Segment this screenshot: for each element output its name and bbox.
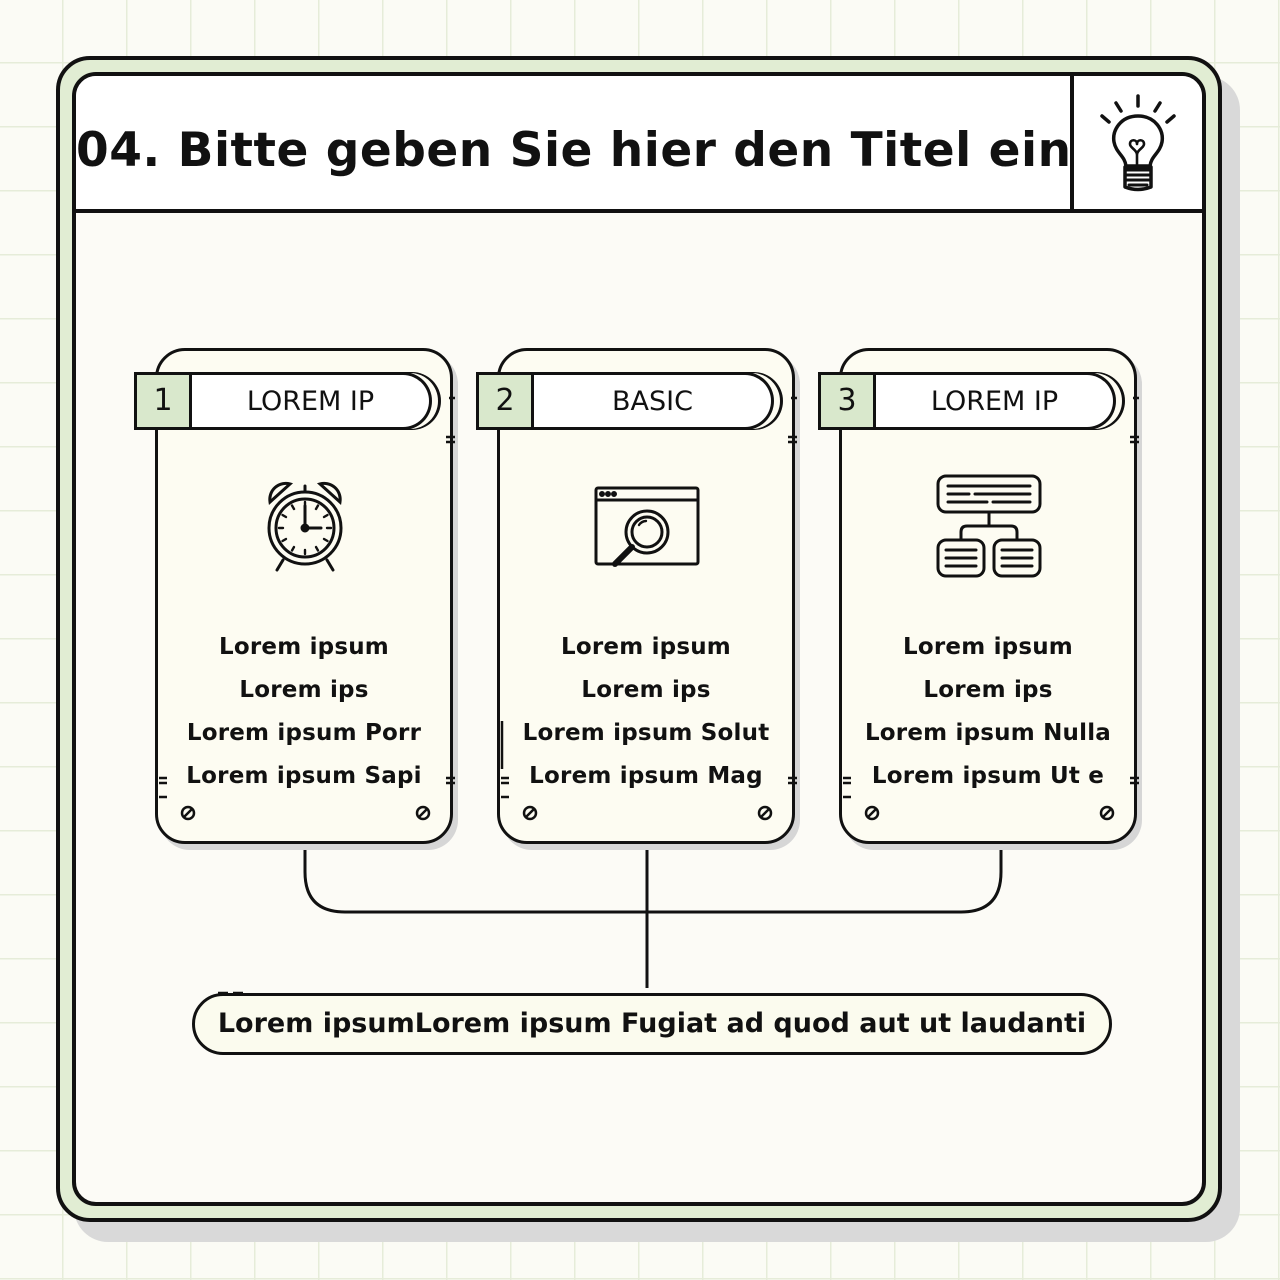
card-3-icon-wrap bbox=[929, 470, 1049, 580]
list-item: Lorem ips bbox=[581, 677, 711, 703]
list-item: Lorem ipsum bbox=[219, 634, 389, 660]
list-item: Lorem ipsum Sapi bbox=[186, 763, 422, 789]
card-2 bbox=[497, 348, 797, 844]
list-item: Lorem ipsum Nulla bbox=[864, 720, 1112, 746]
page-title: 04. Bitte geben Sie hier den Titel ein bbox=[76, 123, 1072, 178]
alarm-clock-icon bbox=[267, 481, 343, 572]
list-item: Lorem ipsum Ut e bbox=[871, 763, 1105, 789]
card-2-items: Lorem ipsum Lorem ips Lorem ipsum Solut … bbox=[497, 626, 795, 798]
hierarchy-chart-icon bbox=[936, 474, 1042, 578]
card-1-items: Lorem ipsum Lorem ips Lorem ipsum Porr L… bbox=[155, 626, 453, 798]
list-item: Lorem ipsum bbox=[903, 634, 1073, 660]
card-2-icon-wrap bbox=[587, 470, 707, 580]
list-item: Lorem ips bbox=[239, 677, 369, 703]
list-item: Lorem ips bbox=[923, 677, 1053, 703]
card-1 bbox=[155, 348, 455, 844]
header-row: 04. Bitte geben Sie hier den Titel ein bbox=[76, 76, 1202, 213]
card-1-number: 1 bbox=[134, 372, 192, 430]
summary-bar: Lorem ipsumLorem ipsum Fugiat ad quod au… bbox=[192, 993, 1112, 1055]
lightbulb-icon bbox=[1100, 94, 1176, 192]
list-item: Lorem ipsum Solut bbox=[522, 720, 770, 746]
card-1-icon-wrap bbox=[245, 470, 365, 580]
header-icon-box bbox=[1070, 76, 1202, 209]
list-item: Lorem ipsum Porr bbox=[186, 720, 422, 746]
card-3-items: Lorem ipsum Lorem ips Lorem ipsum Nulla … bbox=[839, 626, 1137, 798]
list-item: Lorem ipsum bbox=[561, 634, 731, 660]
card-3-number: 3 bbox=[818, 372, 876, 430]
card-3-label: LOREM IP bbox=[876, 372, 1116, 430]
browser-search-icon bbox=[594, 486, 700, 567]
card-2-label: BASIC bbox=[534, 372, 774, 430]
card-2-number: 2 bbox=[476, 372, 534, 430]
list-item: Lorem ipsum Mag bbox=[529, 763, 763, 789]
card-1-label: LOREM IP bbox=[192, 372, 432, 430]
